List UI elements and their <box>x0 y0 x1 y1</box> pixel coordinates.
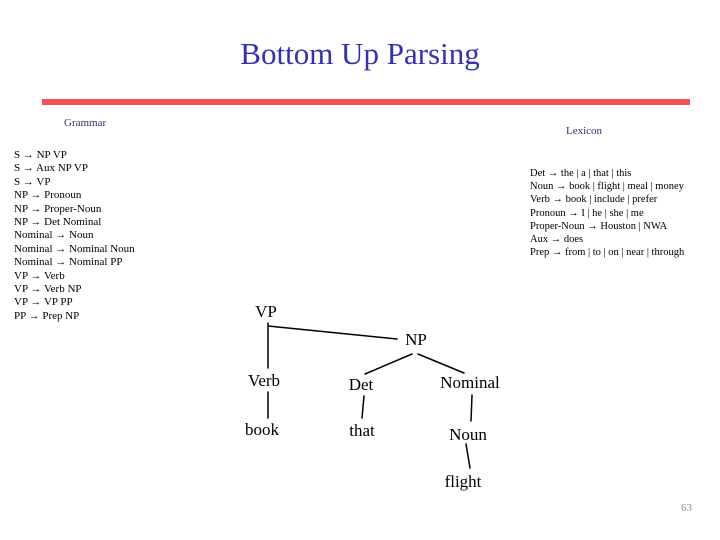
lexicon-rule: Proper-Noun → Houston | NWA <box>530 220 668 232</box>
tree-node-noun: Noun <box>449 425 487 444</box>
tree-edge-nominal-noun <box>470 394 473 422</box>
grammar-rule: NP → Proper-Noun <box>14 202 102 215</box>
lexicon-rule: Noun → book | flight | meal | money <box>530 181 684 193</box>
tree-leaf-flight: flight <box>444 472 482 491</box>
grammar-rule: PP → Prep NP <box>14 309 80 322</box>
tree-edge-np-nominal <box>417 353 465 374</box>
grammar-rule: S → NP VP <box>14 149 67 161</box>
grammar-rule: VP → Verb NP <box>14 283 82 296</box>
lexicon-rules-list: Det → the | a | that | this Noun → book … <box>530 167 684 259</box>
tree-node-np: NP <box>405 330 427 349</box>
tree-node-nominal: Nominal <box>440 373 500 392</box>
grammar-rule: S → Aux NP VP <box>14 162 88 175</box>
tree-edge-vp-np <box>267 325 398 340</box>
tree-leaf-book: book <box>245 420 279 439</box>
lexicon-rule: Prep → from | to | on | near | through <box>530 247 685 259</box>
grammar-rule: S → VP <box>14 175 51 188</box>
tree-node-verb: Verb <box>247 371 281 390</box>
grammar-rule: VP → Verb <box>14 269 65 282</box>
accent-bar <box>42 99 690 105</box>
tree-edge-noun-flight <box>465 443 471 469</box>
grammar-rule: Nominal → Nominal PP <box>14 256 123 269</box>
lexicon-rule: Aux → does <box>530 234 584 246</box>
grammar-section-label: Grammar <box>64 117 107 129</box>
tree-edge-np-det <box>364 353 413 375</box>
grammar-rule: Nominal → Nominal Noun <box>14 242 135 255</box>
tree-leaf-that: that <box>349 421 375 440</box>
lexicon-section-label: Lexicon <box>566 125 603 137</box>
slide-title: Bottom Up Parsing <box>240 36 480 71</box>
grammar-rule: VP → VP PP <box>14 296 73 309</box>
tree-edge-det-that <box>361 395 365 419</box>
page-number: 63 <box>681 502 692 514</box>
tree-node-vp: VP <box>255 302 277 321</box>
lexicon-rule: Verb → book | include | prefer <box>530 194 658 206</box>
lexicon-rule: Det → the | a | that | this <box>530 168 632 179</box>
grammar-rule: Nominal → Noun <box>14 229 94 242</box>
grammar-rule: NP → Det Nominal <box>14 216 102 229</box>
lexicon-rule: Pronoun → I | he | she | me <box>530 207 644 219</box>
tree-node-det: Det <box>348 375 374 394</box>
grammar-rules-list: S → NP VP S → Aux NP VP S → VP NP → Pron… <box>14 149 135 323</box>
grammar-rule: NP → Pronoun <box>14 189 82 202</box>
